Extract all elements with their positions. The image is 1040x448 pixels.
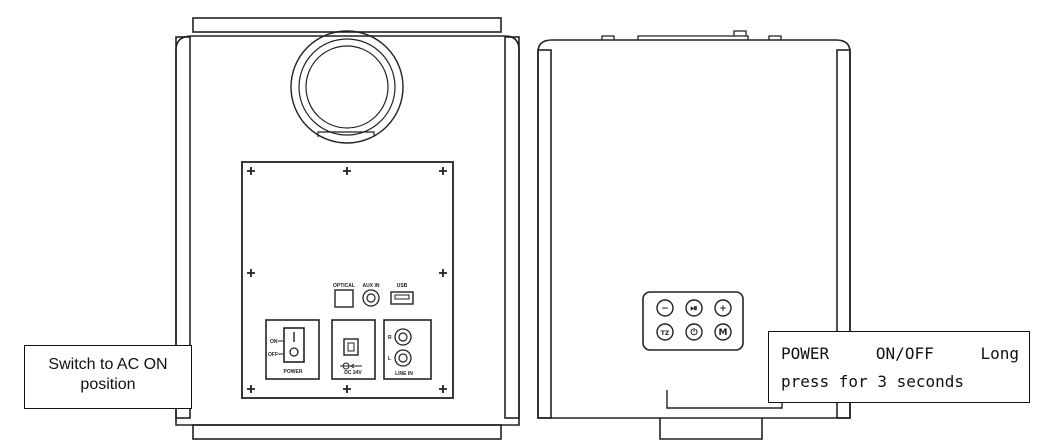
tz-button-label: TZ <box>661 330 670 337</box>
aux-label: AUX IN <box>363 283 380 289</box>
line-in-l-label: L <box>388 356 391 362</box>
switch-on-label: ON <box>270 339 278 345</box>
power-callout-leader <box>666 390 783 409</box>
dc-polarity-icon <box>340 362 362 370</box>
power-button-label: ⏻ <box>690 327 698 338</box>
aux-port-inner <box>366 293 376 303</box>
rear-body <box>175 35 520 426</box>
minus-button-label: − <box>661 304 669 314</box>
plate-screws <box>247 167 447 393</box>
play-pause-button <box>685 299 703 317</box>
usb-port <box>390 291 414 305</box>
rear-view <box>175 17 520 440</box>
bass-port-inner <box>305 45 389 129</box>
rear-left-strip <box>175 36 191 419</box>
mode-button-label: M <box>719 328 728 338</box>
side-bottom-pedestal <box>659 418 763 440</box>
power-rocker-switch <box>283 327 305 363</box>
line-in-l-jack <box>394 349 412 367</box>
rear-bottom-base <box>192 424 502 440</box>
connector-plate <box>241 161 454 399</box>
line-in-r-jack <box>394 328 412 346</box>
power-button <box>685 323 703 341</box>
power-switch-module <box>265 319 320 380</box>
control-buttons: − ⏯ + TZ ⏻ M <box>656 299 732 341</box>
plus-button <box>714 299 732 317</box>
optical-port <box>334 289 354 308</box>
rear-right-strip <box>504 36 520 419</box>
bass-port-outer <box>290 30 404 144</box>
aux-port-outer <box>362 289 380 307</box>
control-panel <box>642 291 744 351</box>
usb-label: USB <box>397 283 408 289</box>
optical-label: OPTICAL <box>333 283 355 289</box>
side-top-hardware <box>601 30 782 40</box>
tz-button <box>656 323 674 341</box>
play-pause-button-label: ⏯ <box>690 304 697 314</box>
plus-button-label: + <box>719 304 727 314</box>
rear-top-cap <box>192 17 502 33</box>
line-in-r-label: R <box>388 335 392 341</box>
ac-callout-line1: Switch to AC ON <box>48 356 168 373</box>
line-in-module <box>383 319 432 380</box>
port-bracket <box>317 131 375 137</box>
ac-callout-line2: position <box>80 376 136 393</box>
ac-switch-callout: Switch to AC ON position <box>24 345 192 409</box>
line-in-caption: LINE IN <box>395 371 413 377</box>
dc-input-port <box>343 338 359 356</box>
side-left-strip <box>537 49 552 419</box>
bass-port-middle <box>298 38 396 136</box>
dc-caption: DC 24V <box>344 370 362 376</box>
power-callout-line2: press for 3 seconds <box>781 372 965 391</box>
switch-off-label: OFF <box>268 352 278 358</box>
power-callout-line1: POWER ON/OFF Long <box>781 344 1019 363</box>
dc-input-module <box>331 319 376 380</box>
side-right-strip <box>836 49 851 419</box>
power-caption: POWER <box>284 369 303 375</box>
side-view <box>537 30 851 440</box>
minus-button <box>656 299 674 317</box>
power-button-callout: POWER ON/OFF Long press for 3 seconds <box>768 331 1030 403</box>
mode-button <box>714 323 732 341</box>
